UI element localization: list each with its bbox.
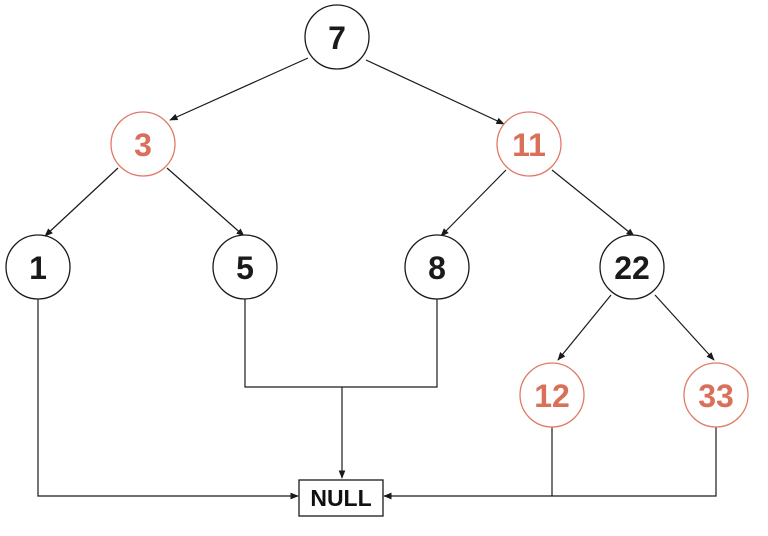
node-5-circle <box>212 234 278 300</box>
null-node: NULL <box>298 479 384 517</box>
node-22-circle <box>599 234 665 300</box>
node-5-label: 5 <box>236 250 254 286</box>
node-1-label: 1 <box>29 250 47 286</box>
node-8-circle <box>404 234 470 300</box>
node-1: 1 <box>5 234 71 300</box>
node-11: 11 <box>496 111 562 177</box>
node-1-circle <box>5 234 71 300</box>
edge-3-to-5 <box>166 167 245 237</box>
edge-7-to-11 <box>365 59 505 125</box>
node-33-label: 33 <box>698 378 734 414</box>
edge-1-to-null <box>37 299 299 500</box>
node-5: 5 <box>212 234 278 300</box>
edge-22-to-12 <box>557 294 612 361</box>
edge-11-to-22 <box>551 169 635 237</box>
node-8-label: 8 <box>428 250 446 286</box>
node-7: 7 <box>304 4 370 70</box>
null-node-box <box>298 479 384 517</box>
edge-5-to-null <box>244 299 342 388</box>
node-12-circle <box>519 362 585 428</box>
node-11-label: 11 <box>512 127 546 163</box>
node-33: 33 <box>683 362 749 428</box>
node-12: 12 <box>519 362 585 428</box>
node-3-label: 3 <box>134 127 152 163</box>
null-node-label: NULL <box>310 485 371 511</box>
edge-7-to-3 <box>169 57 309 121</box>
null-connectors <box>37 299 717 500</box>
edge-8-to-null <box>342 299 438 388</box>
node-8: 8 <box>404 234 470 300</box>
node-7-label: 7 <box>328 20 346 56</box>
node-22: 22 <box>599 234 665 300</box>
edge-22-to-33 <box>654 294 715 361</box>
node-3-circle <box>110 111 176 177</box>
edge-33-to-null <box>383 426 717 500</box>
node-12-label: 12 <box>534 378 570 414</box>
node-33-circle <box>683 362 749 428</box>
edge-3-to-1 <box>44 167 119 237</box>
node-7-circle <box>304 4 370 70</box>
node-11-circle <box>496 111 562 177</box>
node-22-label: 22 <box>614 250 650 286</box>
node-3: 3 <box>110 111 176 177</box>
tree-edges <box>44 57 715 361</box>
edge-11-to-8 <box>440 169 507 237</box>
